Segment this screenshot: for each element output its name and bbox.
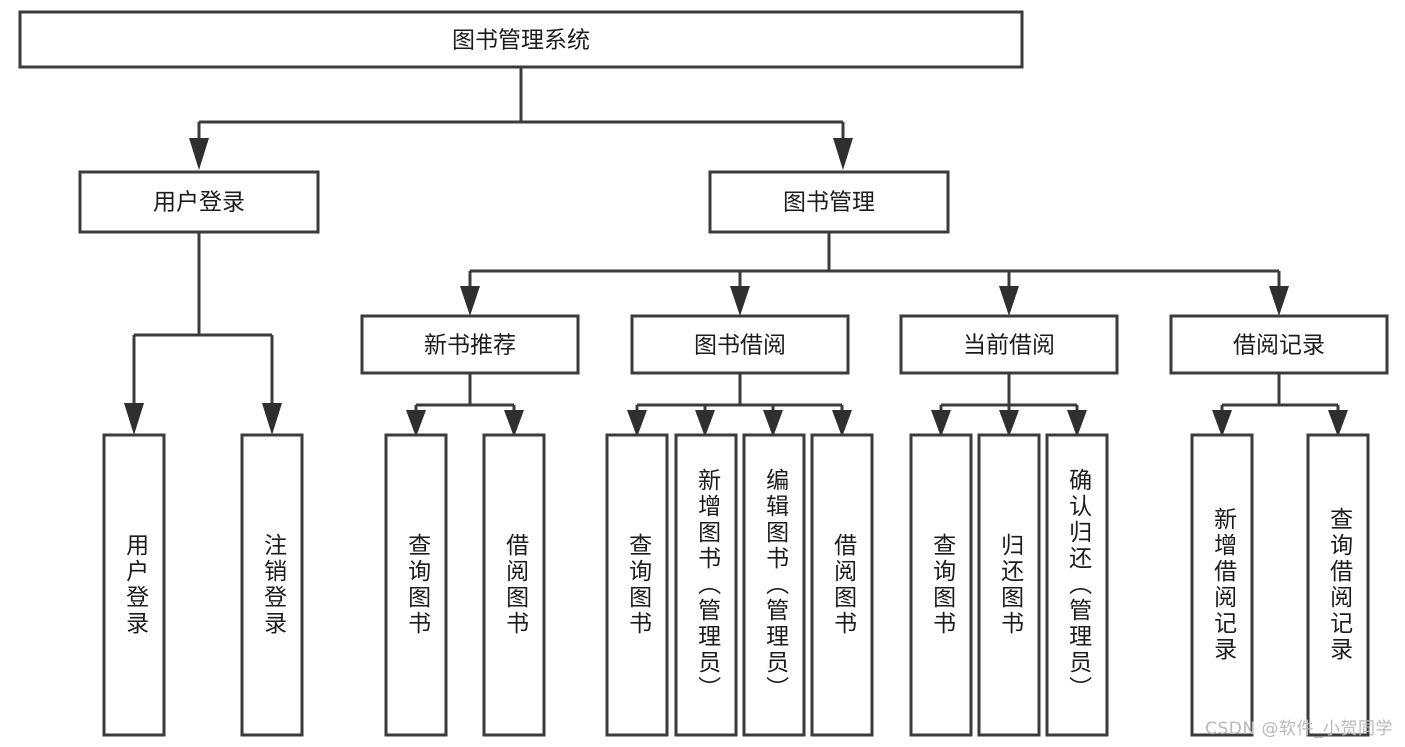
arrow-head-icon [931,410,951,437]
arrow-head-icon [833,138,853,170]
arrow-head-icon [763,410,783,437]
arrow-head-icon [1269,286,1289,316]
arrow-head-icon [999,286,1019,316]
node-new-book-recommend[interactable]: 新书推荐 [360,314,580,375]
arrow-head-icon [627,410,647,437]
leaf-box-edit-book-admin[interactable] [742,433,806,737]
leaf-box-confirm-return-admin[interactable] [1045,433,1109,737]
leaf-box-borrow-book-1[interactable] [482,433,546,737]
node-book-management[interactable]: 图书管理 [708,170,950,234]
node-root-label: 图书管理系统 [452,28,590,54]
leaf-box-query-book-1[interactable] [384,433,448,737]
node-user-login-label: 用户登录 [153,190,245,216]
arrow-head-icon [504,410,524,437]
arrow-head-icon [1328,410,1348,437]
node-book-borrow-label: 图书借阅 [694,333,786,359]
leaf-box-return-book[interactable] [977,433,1041,737]
leaf-box-query-record[interactable] [1306,433,1370,737]
node-user-login[interactable]: 用户登录 [78,170,320,234]
arrow-head-icon [730,286,750,316]
node-book-borrow-box[interactable] [630,314,850,375]
arrow-head-icon [832,410,852,437]
node-current-borrow-label: 当前借阅 [963,333,1055,359]
node-current-borrow-box[interactable] [899,314,1119,375]
node-root[interactable]: 图书管理系统 [18,10,1024,69]
leaf-box-logout[interactable] [240,433,304,737]
node-new-book-recommend-label: 新书推荐 [424,333,516,359]
connector-group-borrow [627,373,852,437]
arrow-head-icon [460,286,480,316]
arrow-head-icon [124,403,144,435]
connector-group-new-book [406,373,524,437]
connector-group-records [1212,373,1348,437]
connector-group-book-manage [460,232,1289,316]
leaf-box-query-book-3[interactable] [909,433,973,737]
leaf-box-borrow-book-2[interactable] [810,433,874,737]
arrow-head-icon [999,410,1019,437]
node-book-management-box[interactable] [708,170,950,234]
arrow-head-icon [695,410,715,437]
connector-group-root [189,67,853,170]
node-borrow-records[interactable]: 借阅记录 [1169,314,1389,375]
leaf-boxes-group [102,433,1370,737]
connector-group-current-borrow [931,373,1087,437]
node-borrow-records-box[interactable] [1169,314,1389,375]
connector-group-user-login [124,232,282,435]
arrow-head-icon [262,403,282,435]
node-book-borrow[interactable]: 图书借阅 [630,314,850,375]
leaf-box-add-record[interactable] [1190,433,1254,737]
arrow-head-icon [1212,410,1232,437]
arrow-head-icon [189,138,209,170]
arrow-head-icon [406,410,426,437]
node-book-management-label: 图书管理 [783,190,875,216]
leaf-box-user-login[interactable] [102,433,166,737]
arrow-head-icon [1067,410,1087,437]
node-root-box[interactable] [18,10,1024,69]
node-current-borrow[interactable]: 当前借阅 [899,314,1119,375]
node-new-book-recommend-box[interactable] [360,314,580,375]
node-borrow-records-label: 借阅记录 [1233,333,1325,359]
leaf-box-query-book-2[interactable] [605,433,669,737]
leaf-box-add-book-admin[interactable] [674,433,738,737]
node-user-login-box[interactable] [78,170,320,234]
